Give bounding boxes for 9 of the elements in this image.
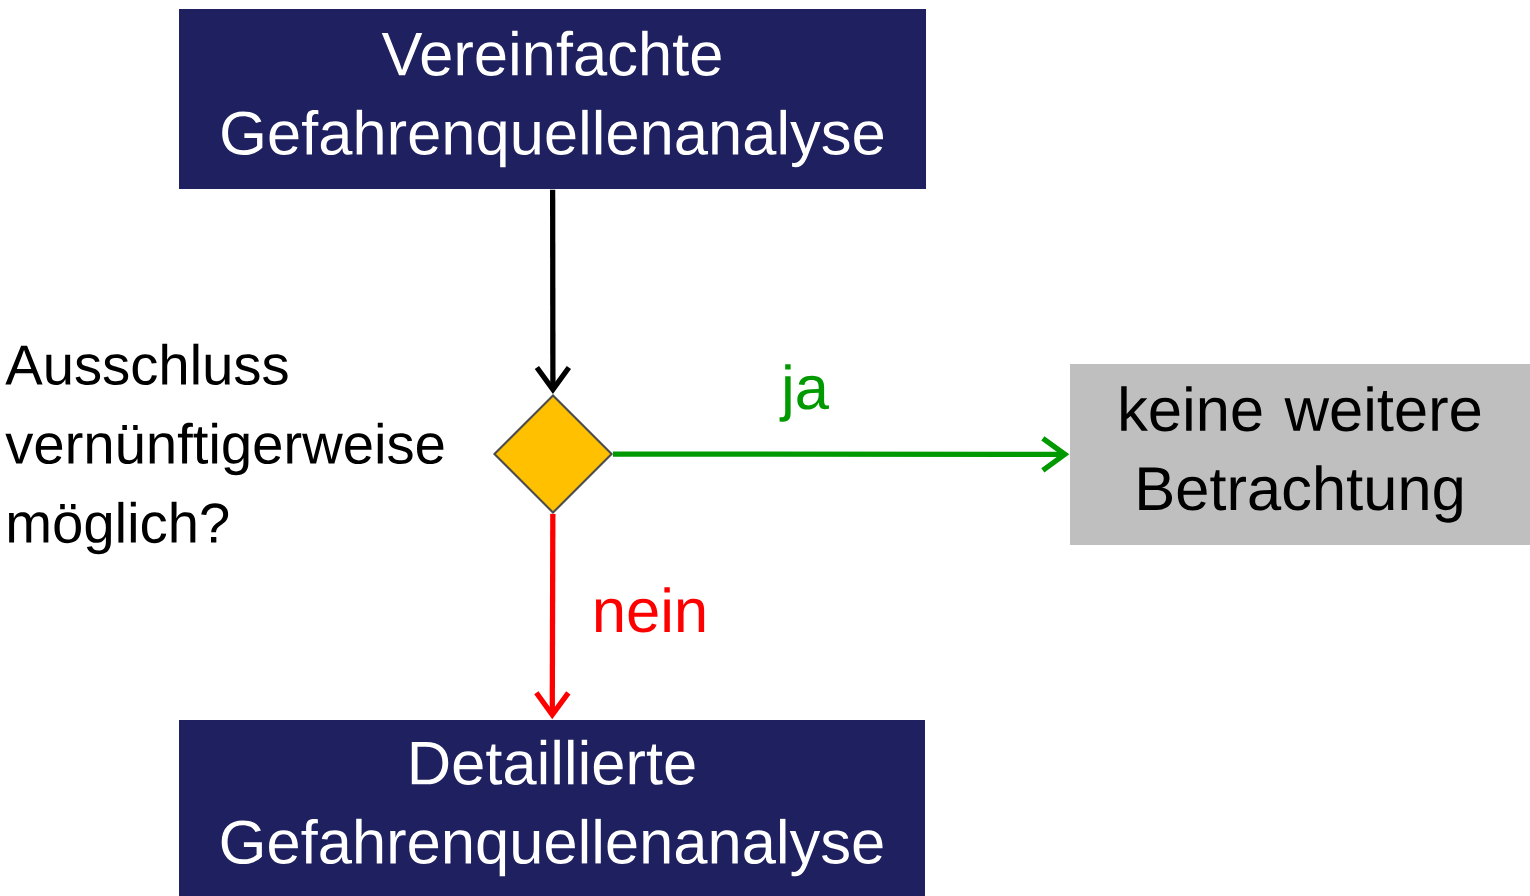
arrow <box>534 189 571 394</box>
edge-label: ja <box>777 360 833 426</box>
arrow <box>613 436 1070 473</box>
question-text: Ausschluss vernünftigerweise möglich? <box>5 343 444 555</box>
process-box: Vereinfachte Gefahrenquellenanalyse <box>179 8 926 189</box>
edge-label: nein <box>588 583 712 637</box>
process-box: Detaillierte Gefahrenquellenanalyse <box>179 720 925 896</box>
process-box: keine weitere Betrachtung <box>1070 364 1530 545</box>
arrow <box>534 513 571 720</box>
